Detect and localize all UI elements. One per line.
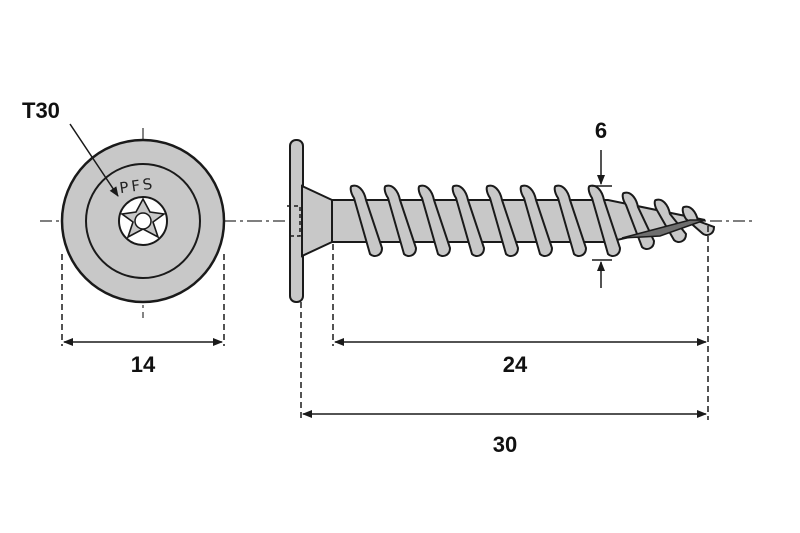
thread-crest	[417, 184, 452, 257]
thread-crest	[349, 184, 384, 257]
thread-crest	[519, 184, 554, 257]
screw-side-view: 6 24 30	[250, 118, 755, 457]
head-diameter-label: 14	[131, 352, 156, 377]
drive-recess-section	[287, 205, 301, 237]
countersunk-head	[301, 184, 333, 258]
thread-crest	[681, 205, 716, 236]
torx-recess-icon	[118, 196, 168, 246]
head-front-view: PFS T30 14	[22, 98, 250, 377]
thread-crest	[553, 184, 588, 257]
shank-diameter-label: 6	[595, 118, 607, 143]
total-length-label: 30	[493, 432, 517, 457]
thread-length-label: 24	[503, 352, 528, 377]
thread-crest	[383, 184, 418, 257]
screw-tip	[621, 219, 706, 239]
drive-label: T30	[22, 98, 60, 123]
drive-label-leader	[69, 123, 119, 197]
thread-crest	[587, 184, 622, 257]
screw-threads	[349, 184, 716, 257]
thread-crest	[451, 184, 486, 257]
head-marking: PFS	[118, 174, 156, 197]
thread-crest	[485, 184, 520, 257]
thread-crest	[653, 198, 688, 243]
